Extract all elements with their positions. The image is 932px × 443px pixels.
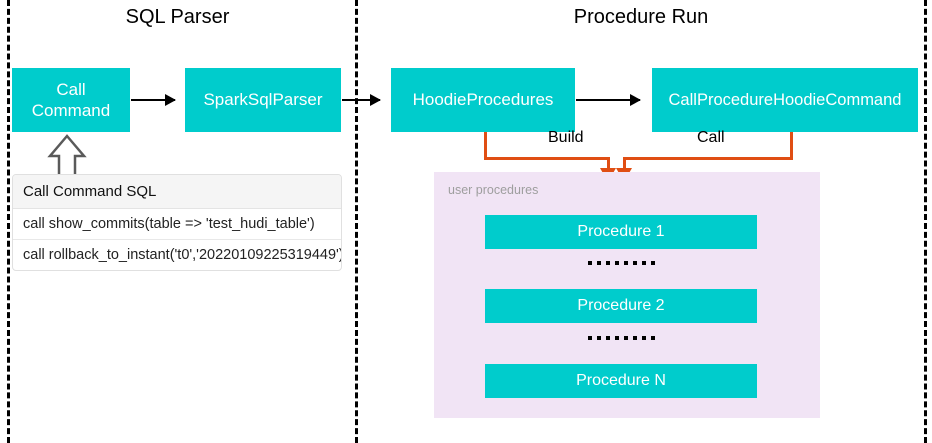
ellipsis-dots [485,261,757,265]
connector-call-segment [623,157,626,170]
node-spark-sql-parser[interactable]: SparkSqlParser [185,68,341,132]
connector-build-segment [484,157,610,160]
connector-build-segment [607,157,610,170]
sql-table-row: call rollback_to_instant('t0','202201092… [23,247,342,263]
ellipsis-dots [485,336,757,340]
arrow-right-icon-parser-to-hoodie [342,94,381,106]
user-procedures-caption: user procedures [448,183,539,197]
connector-call-segment [790,132,793,160]
divider-left [7,0,10,443]
call-command-sql-table: Call Command SQL call show_commits(table… [12,174,342,271]
arrow-right-icon-hoodie-to-command [576,94,641,106]
connector-build-segment [484,132,487,160]
edge-label-build: Build [548,129,584,146]
sql-table-row: call show_commits(table => 'test_hudi_ta… [13,209,341,240]
divider-middle [355,0,358,443]
section-title-sql-parser: SQL Parser [125,6,230,28]
arrow-right-icon-call-to-parser [131,94,176,106]
user-procedures-panel: user procedures Procedure 1 Procedure 2 … [434,172,820,418]
node-hoodie-procedures[interactable]: HoodieProcedures [391,68,575,132]
section-title-procedure-run: Procedure Run [573,6,709,28]
procedure-item[interactable]: Procedure 1 [485,215,757,249]
divider-right [924,0,927,443]
block-arrow-up-icon [47,134,87,178]
procedure-item[interactable]: Procedure 2 [485,289,757,323]
node-call-procedure-hoodie-command[interactable]: CallProcedureHoodieCommand [652,68,918,132]
procedure-item[interactable]: Procedure N [485,364,757,398]
edge-label-call: Call [697,129,725,146]
sql-table-header: Call Command SQL [13,175,341,209]
node-call-command[interactable]: Call Command [12,68,130,132]
connector-call-segment [623,157,793,160]
